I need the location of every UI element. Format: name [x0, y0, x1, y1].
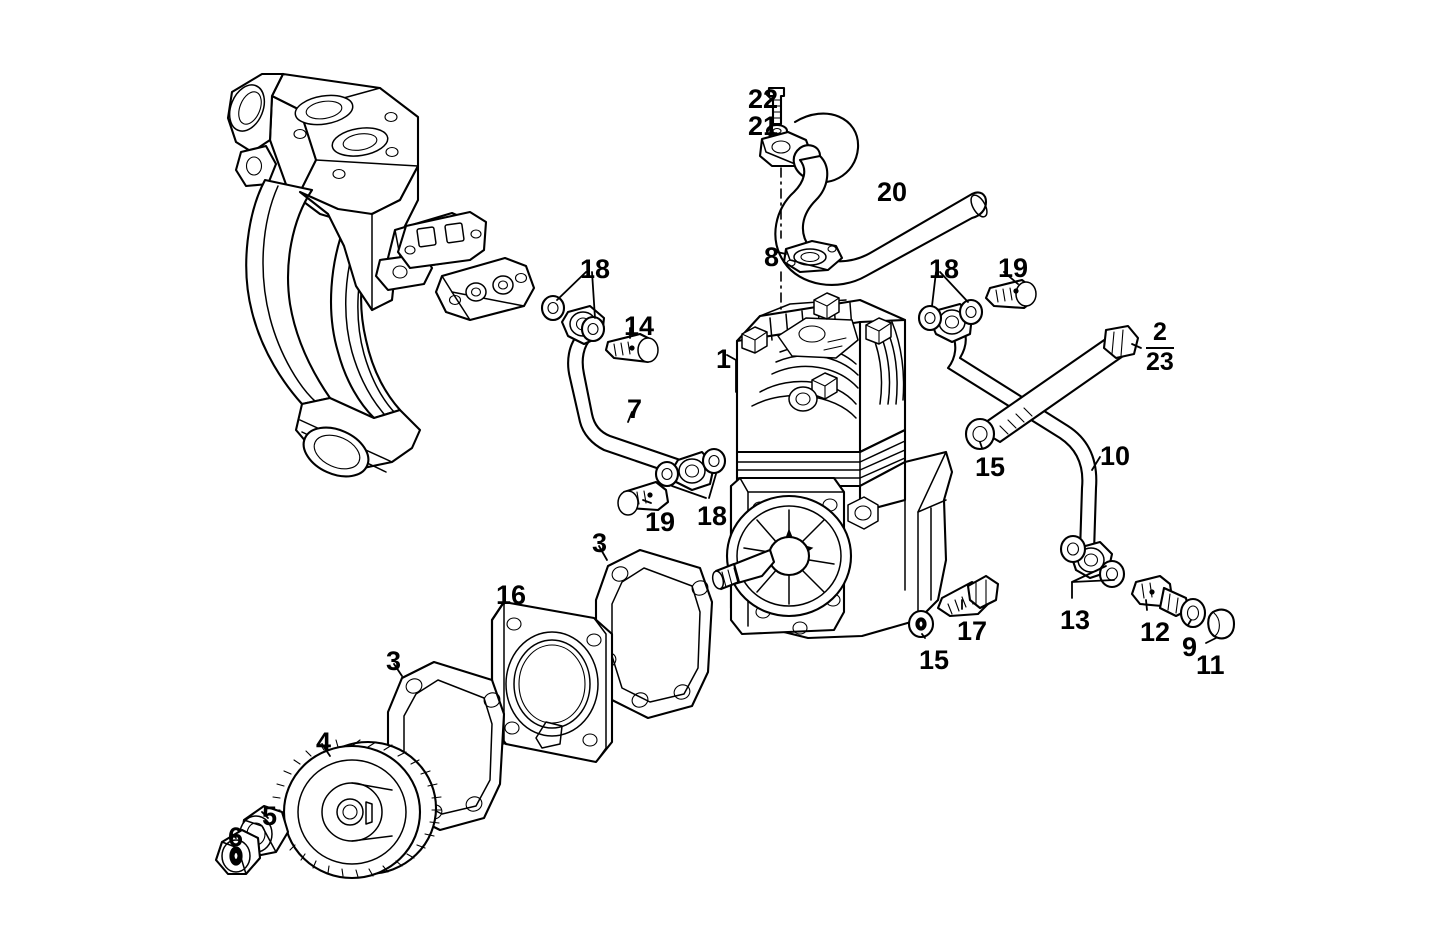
- callout-8-flange-gasket: 8: [764, 242, 780, 272]
- callout-19-hollow-screw-right: 19: [998, 253, 1029, 283]
- callout-fraction-bar: [1146, 346, 1174, 349]
- callout-13-sealing-rings: 13: [1060, 605, 1091, 635]
- callout-16-bearing-housing: 16: [496, 580, 527, 610]
- callout-7-oil-supply-line: 7: [627, 394, 643, 424]
- delivery-pipe-group: [758, 86, 988, 313]
- callout-11-cap-plug: 11: [1196, 650, 1225, 680]
- callout-18-sealing-ring-lower: 18: [697, 501, 728, 531]
- oil-return-line-group: [917, 278, 1236, 640]
- air-compressor-body: [711, 292, 954, 640]
- callout-3-gasket-upper: 3: [592, 528, 608, 558]
- callout-9-washer: 9: [1182, 632, 1198, 662]
- callout-22-banjo-bolt: 22: [748, 84, 779, 114]
- drive-gear: [272, 739, 442, 880]
- callout-15-washer-right: 15: [975, 452, 1006, 482]
- callout-14-hollow-screw: 14: [624, 311, 655, 341]
- callout-18-sealing-ring-left: 18: [580, 254, 611, 284]
- callout-10-oil-return-line: 10: [1100, 441, 1131, 471]
- callout-fraction-denominator: 23: [1146, 347, 1174, 376]
- leader-lines: [231, 93, 1217, 839]
- callout-5-nut: 5: [262, 801, 278, 831]
- callout-20-delivery-pipe: 20: [877, 177, 908, 207]
- callout-1-air-compressor: 1: [716, 344, 732, 374]
- gear-and-cover-group: [214, 548, 714, 880]
- callout-3-gasket-lower: 3: [386, 646, 402, 676]
- callout-18-sealing-ring-right: 18: [929, 254, 960, 284]
- callout-15-washer-lower: 15: [919, 645, 950, 675]
- callout-21-sealing-washer: 21: [748, 111, 779, 141]
- callout-19-hollow-screw-left: 19: [645, 507, 676, 537]
- oil-supply-line-group: [540, 294, 727, 516]
- callout-12-union-screw: 12: [1140, 617, 1171, 647]
- callout-17-hex-bolt: 17: [957, 616, 988, 646]
- callout-4-drive-gear: 4: [316, 727, 332, 757]
- hex-bolt-group: [907, 574, 1000, 639]
- exhaust-manifold-group: [226, 72, 536, 478]
- callout-2-23-stud-bolt: 2 23: [1146, 318, 1174, 376]
- callout-fraction-numerator: 2: [1152, 318, 1167, 346]
- callout-6-washer: 6: [228, 822, 244, 852]
